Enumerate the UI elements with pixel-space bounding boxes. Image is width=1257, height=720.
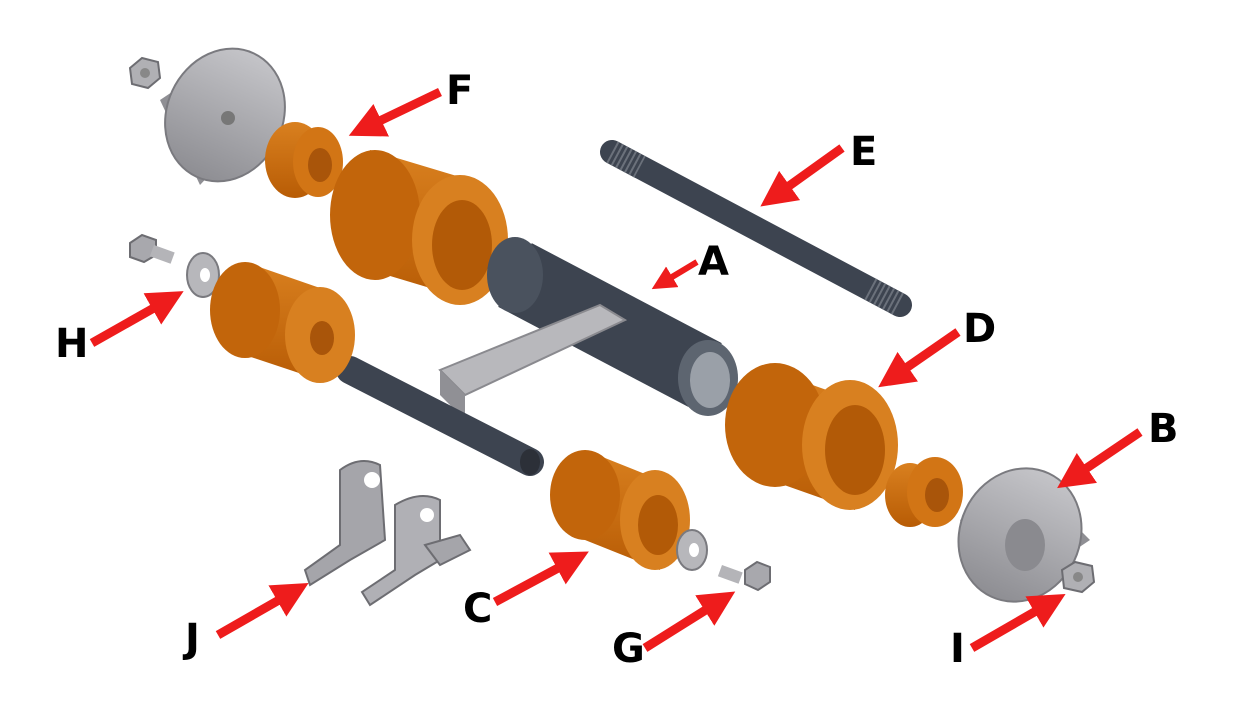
washer-h: [186, 252, 220, 298]
label-b: B: [1148, 406, 1179, 452]
arrow-c: [492, 551, 589, 606]
arrow-b: [1057, 428, 1143, 489]
washer-g: [676, 529, 708, 571]
bolt-g: [717, 560, 771, 592]
threaded-rod-e: [600, 140, 912, 317]
roller-bushing-left: [210, 262, 355, 383]
arrow-j: [215, 583, 309, 639]
arrow-a: [651, 259, 699, 290]
flange-bushing-right: [885, 457, 963, 527]
arrow-i: [969, 594, 1066, 652]
arrow-e: [760, 144, 845, 207]
roller-bushing-d: [725, 363, 898, 510]
frame-a: [336, 237, 738, 476]
label-d: D: [963, 306, 996, 352]
label-h: H: [55, 321, 88, 367]
label-g: G: [612, 626, 645, 672]
label-i: I: [950, 626, 965, 672]
label-f: F: [446, 68, 473, 114]
arrow-h: [89, 291, 184, 347]
label-c: C: [463, 586, 492, 632]
bolt-h: [129, 233, 175, 264]
label-a: A: [698, 239, 729, 285]
bracket-j: [303, 460, 472, 607]
flange-bushing-f: [265, 122, 343, 198]
nut-i: [1060, 560, 1096, 594]
wheel-top-left: [160, 47, 286, 185]
nut-top-left: [128, 56, 162, 90]
roller-bushing-c: [550, 450, 690, 570]
label-e: E: [850, 129, 877, 175]
label-j: J: [182, 616, 200, 662]
arrow-g: [642, 591, 736, 652]
arrow-d: [878, 328, 961, 388]
arrow-f: [348, 87, 442, 137]
roller-bushing-top: [330, 150, 508, 305]
wheel-b: [957, 467, 1090, 603]
